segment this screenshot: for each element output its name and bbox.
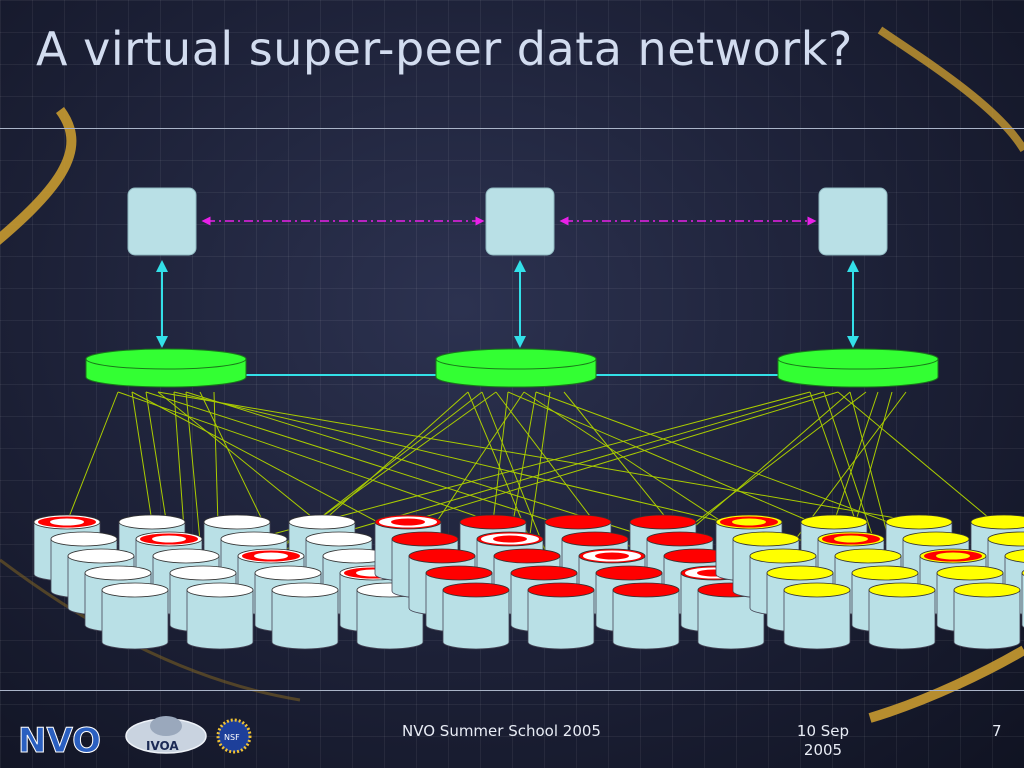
svg-text:NVO: NVO bbox=[18, 721, 101, 761]
leaf-link bbox=[145, 391, 170, 540]
server-box-left bbox=[127, 187, 197, 256]
peer-node bbox=[953, 582, 1021, 650]
leaf-link bbox=[131, 391, 153, 523]
footer-divider bbox=[0, 690, 1024, 691]
leaf-link bbox=[424, 391, 525, 540]
leaf-link bbox=[679, 391, 851, 540]
super-peer-left bbox=[85, 348, 247, 388]
leaf-link bbox=[66, 391, 119, 523]
super-peer-right bbox=[777, 348, 939, 388]
leaf-link bbox=[407, 391, 839, 523]
slide-title: A virtual super-peer data network? bbox=[36, 22, 853, 76]
peer-node bbox=[868, 582, 936, 650]
peer-node bbox=[783, 582, 851, 650]
ivoa-logo: IVOA bbox=[125, 716, 207, 754]
server-superpeer-links bbox=[156, 260, 859, 348]
footer-logos: NVO IVOA NSF bbox=[18, 716, 252, 762]
nsf-logo: NSF bbox=[216, 718, 252, 754]
leaf-link bbox=[507, 391, 852, 540]
server-box-right bbox=[818, 187, 888, 256]
svg-text:NSF: NSF bbox=[224, 733, 240, 742]
leaf-link bbox=[253, 391, 811, 540]
peer-node bbox=[101, 582, 169, 650]
leaf-link bbox=[833, 391, 879, 523]
leaf-link bbox=[117, 391, 494, 523]
servers bbox=[127, 187, 888, 256]
peer-node bbox=[527, 582, 595, 650]
peer-node bbox=[612, 582, 680, 650]
leaf-link bbox=[492, 391, 509, 523]
title-divider bbox=[0, 128, 1024, 129]
server-box-center bbox=[485, 187, 555, 256]
leaf-link bbox=[526, 391, 551, 557]
peer-node bbox=[186, 582, 254, 650]
peer-node bbox=[442, 582, 510, 650]
leaf-link bbox=[850, 391, 893, 540]
footer-event: NVO Summer School 2005 bbox=[402, 722, 601, 740]
footer-date: 10 Sep 2005 bbox=[796, 722, 850, 759]
super-peers bbox=[85, 348, 939, 388]
nvo-logo: NVO bbox=[18, 721, 102, 762]
page-number: 7 bbox=[992, 722, 1002, 740]
super-peer-center bbox=[435, 348, 597, 388]
leaf-link bbox=[321, 391, 469, 523]
svg-text:IVOA: IVOA bbox=[146, 739, 179, 753]
leaf-link bbox=[157, 391, 920, 523]
peer-node bbox=[271, 582, 339, 650]
peer-nodes bbox=[33, 514, 1024, 650]
leaf-link bbox=[509, 391, 537, 540]
